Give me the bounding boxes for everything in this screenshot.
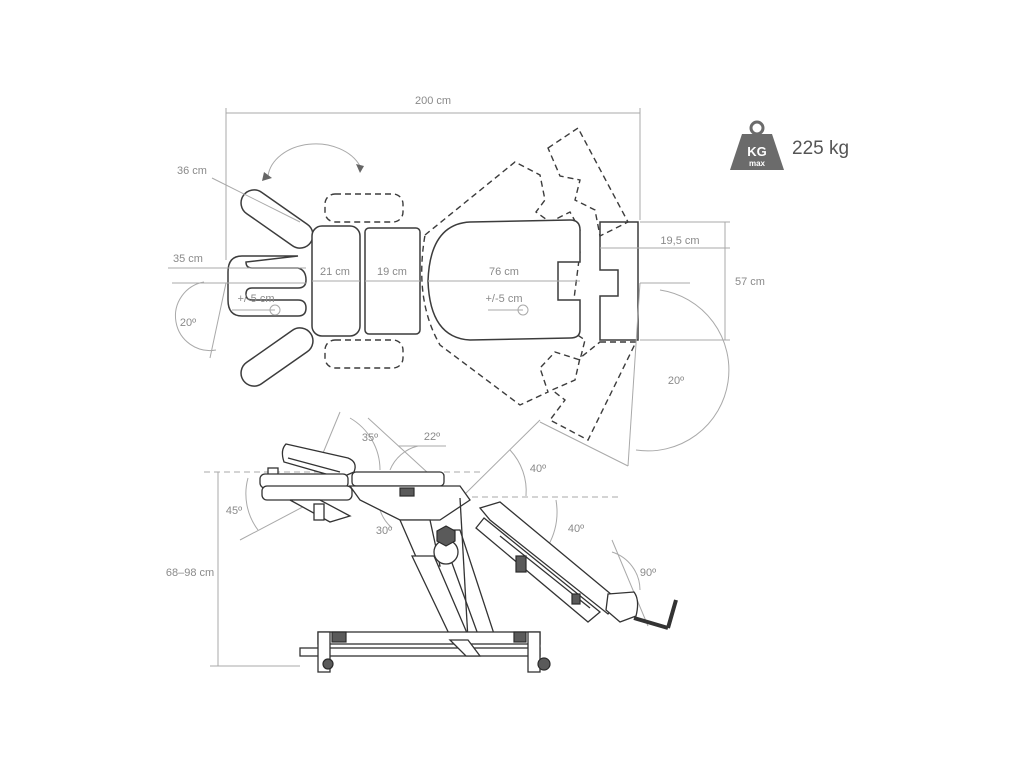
headrest xyxy=(227,255,307,317)
foot-angle-side-label: 90º xyxy=(640,567,656,579)
arm-pad-upper-dashed xyxy=(324,193,404,223)
leg-angle-label: 40º xyxy=(568,523,584,535)
weight-badge: KG max 225 kg xyxy=(730,120,849,170)
arm-rest-upper xyxy=(240,189,314,249)
chest-angle-label: 22º xyxy=(424,431,440,443)
foot-section xyxy=(599,221,639,341)
foot-angle-label: 20º xyxy=(668,375,684,387)
back-angle-label: 40º xyxy=(530,463,546,475)
main-section xyxy=(427,219,581,341)
head-width-label: 35 cm xyxy=(173,253,203,265)
length-label: 200 cm xyxy=(415,95,451,107)
rotation-arrow-icon xyxy=(262,143,364,181)
arm-pad-lower-dashed xyxy=(324,339,404,369)
height-label: 68–98 cm xyxy=(166,567,214,579)
head-offset-label: +/-5 cm xyxy=(238,293,275,305)
foot-section-tilt-dashed xyxy=(547,126,629,238)
head-up-angle-label: 35º xyxy=(362,432,378,444)
main-offset-label: +/-5 cm xyxy=(486,293,523,305)
weight-sub: max xyxy=(749,159,766,168)
head-down-angle-label: 45º xyxy=(226,505,242,517)
base-frame xyxy=(299,631,551,673)
head-angle-label: 20º xyxy=(180,317,196,329)
side-view: 68–98 cm 45º 35º 22º 40º 30º 40º 90º xyxy=(166,411,678,673)
weight-icon: KG max xyxy=(730,120,784,170)
weight-unit: KG xyxy=(747,144,767,159)
weight-capacity: 225 kg xyxy=(792,138,849,159)
main-length-label: 76 cm xyxy=(489,266,519,278)
pivot-angle-label: 30º xyxy=(376,525,392,537)
headrest-width-label: 36 cm xyxy=(177,165,207,177)
central-chassis xyxy=(348,485,497,641)
width-label: 57 cm xyxy=(735,276,765,288)
chest-width-label: 21 cm xyxy=(320,266,350,278)
foot-section-tilt-lower-dashed xyxy=(548,341,638,441)
chest-pads-side xyxy=(259,471,445,523)
arm-width-label: 19 cm xyxy=(377,266,407,278)
leg-section-side xyxy=(475,501,619,623)
footrest-side xyxy=(605,591,678,630)
length-dimension: 200 cm xyxy=(225,95,641,260)
foot-length-label: 19,5 cm xyxy=(660,235,699,247)
top-view: 200 cm 35 xyxy=(168,95,765,467)
arm-rest-lower xyxy=(240,327,314,387)
